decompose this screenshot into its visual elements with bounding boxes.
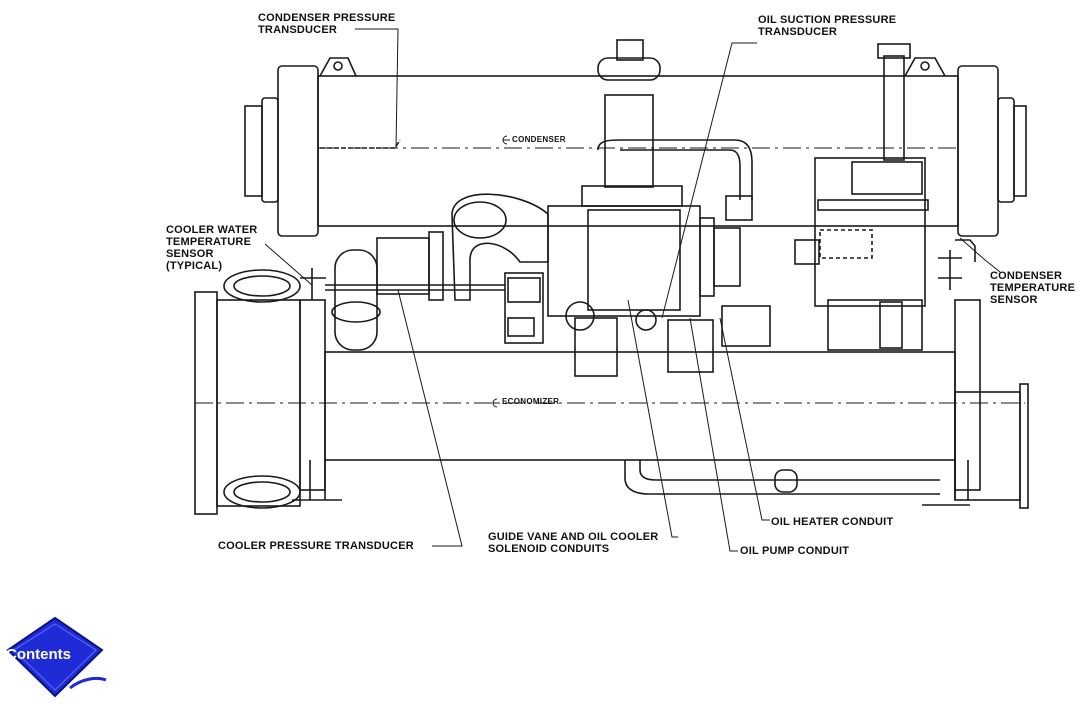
- label-oil-pump-conduit: OIL PUMP CONDUIT: [740, 545, 850, 557]
- label-cooler-water-temp: COOLER WATER TEMPERATURE SENSOR (TYPICAL…: [166, 224, 258, 272]
- compressor-volute: [451, 193, 549, 301]
- contents-diamond: [6, 616, 107, 698]
- label-guide-vane-conduits: GUIDE VANE AND OIL COOLER SOLENOID CONDU…: [488, 531, 659, 555]
- leader-cooler-pressure: [397, 289, 463, 547]
- cooler-left-head: [299, 299, 326, 491]
- label-condenser-section: CONDENSER: [512, 135, 566, 144]
- label-condenser-temp: CONDENSER TEMPERATURE SENSOR: [990, 270, 1076, 306]
- label-oil-suction-pressure: OIL SUCTION PRESSURE TRANSDUCER: [758, 14, 897, 38]
- condenser-left-head: [277, 65, 319, 237]
- label-oil-heater-conduit: OIL HEATER CONDUIT: [771, 516, 894, 528]
- contents-label: Contents: [6, 646, 71, 663]
- condenser-right-head: [957, 65, 999, 237]
- contents-button[interactable]: Contents: [0, 612, 110, 704]
- compressor-body: [547, 205, 701, 317]
- leader-condenser-temp: [959, 237, 1001, 273]
- leader-oil-suction: [661, 42, 757, 319]
- leader-oil-pump: [689, 317, 738, 552]
- leader-cooler-water: [264, 243, 313, 286]
- leader-guide-vane: [627, 299, 678, 538]
- motor-housing: [814, 157, 926, 307]
- leader-condenser-pressure: [355, 28, 399, 149]
- condenser-shell: [317, 75, 959, 227]
- label-condenser-pressure: CONDENSER PRESSURE TRANSDUCER: [258, 12, 396, 36]
- control-panel: [504, 272, 544, 344]
- label-economizer-section: ECONOMIZER: [502, 397, 560, 406]
- cooler-shell: [324, 351, 956, 461]
- label-cooler-pressure: COOLER PRESSURE TRANSDUCER: [218, 540, 414, 552]
- leader-oil-heater: [719, 317, 770, 521]
